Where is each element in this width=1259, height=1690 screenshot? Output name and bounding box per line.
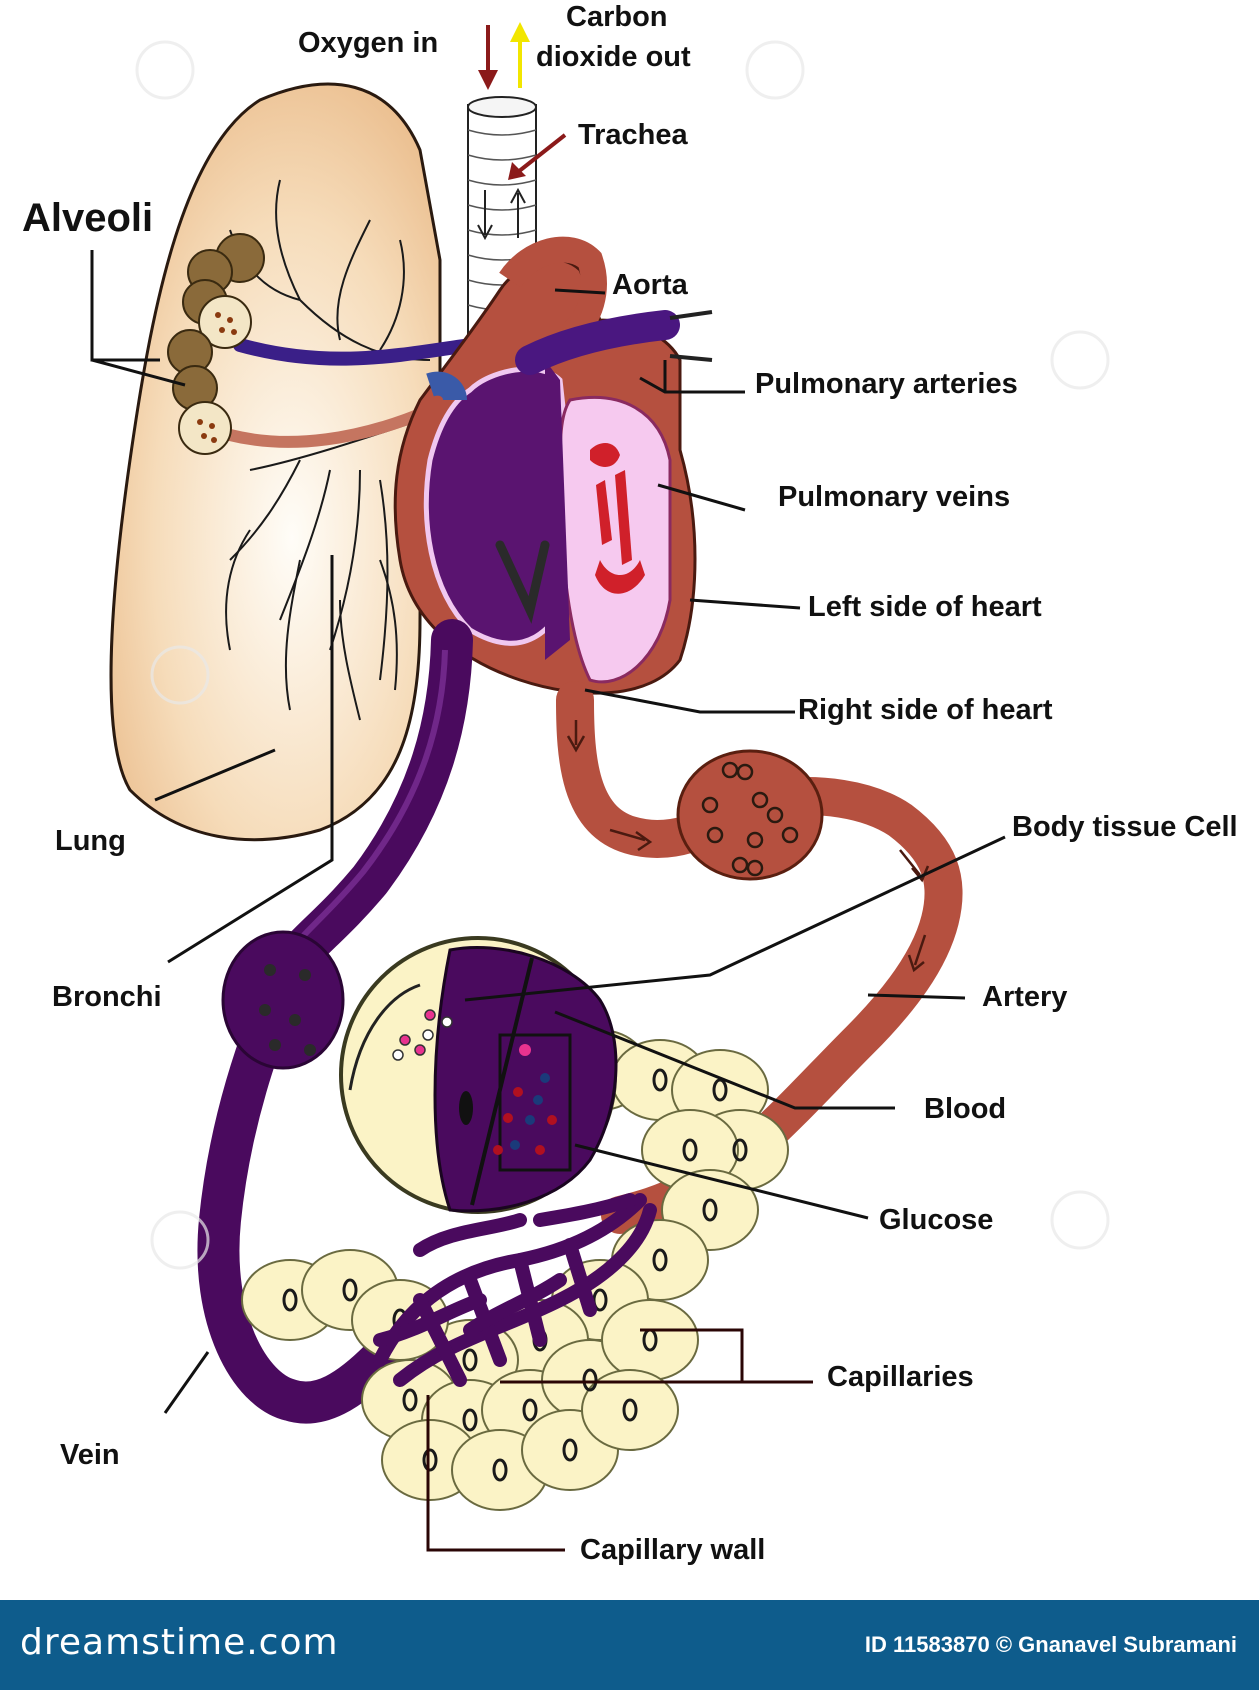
leader-lung bbox=[154, 748, 276, 802]
oxygen-in-arrow bbox=[478, 25, 498, 90]
leader-artery bbox=[867, 993, 966, 1000]
artery-bulge bbox=[676, 749, 824, 881]
footer-credit: ID 11583870 © Gnanavel Subramani bbox=[864, 1632, 1237, 1657]
aorta bbox=[499, 236, 607, 346]
label-pulmonary-veins: Pulmonary veins bbox=[778, 481, 1011, 513]
label-co2-out-line2: dioxide out bbox=[536, 41, 691, 73]
pulmonary-artery-branches bbox=[669, 310, 713, 362]
leader-glucose bbox=[574, 1143, 869, 1220]
label-trachea: Trachea bbox=[578, 119, 688, 151]
leader-capillaries bbox=[500, 1328, 813, 1384]
label-oxygen-in: Oxygen in bbox=[298, 27, 439, 59]
lung-pulmonary-artery bbox=[224, 404, 436, 448]
vein-bulge-dots bbox=[259, 964, 316, 1056]
label-right-side-of-heart: Right side of heart bbox=[798, 694, 1053, 726]
label-left-side-of-heart: Left side of heart bbox=[808, 591, 1042, 623]
heart-septum bbox=[545, 360, 570, 660]
glucose-box bbox=[498, 1033, 572, 1172]
magnified-cell-particles bbox=[392, 1009, 453, 1061]
footer-brand: dreamstime.com bbox=[20, 1622, 339, 1663]
alveoli-dots bbox=[197, 312, 237, 443]
label-glucose: Glucose bbox=[879, 1204, 994, 1236]
label-lung: Lung bbox=[55, 825, 126, 857]
label-co2-out-line1: Carbon bbox=[566, 1, 668, 33]
label-aorta: Aorta bbox=[612, 269, 688, 301]
label-pulmonary-arteries: Pulmonary arteries bbox=[755, 368, 1018, 400]
magnified-cell-membrane-arc bbox=[348, 983, 421, 1091]
leader-body-tissue-cell bbox=[464, 835, 1006, 1002]
label-bronchi: Bronchi bbox=[52, 981, 162, 1013]
leader-bronchi bbox=[167, 555, 334, 964]
leader-aorta bbox=[554, 288, 606, 295]
label-artery: Artery bbox=[982, 981, 1068, 1013]
leader-vein bbox=[163, 1351, 210, 1414]
heart-left-chamber bbox=[558, 396, 672, 684]
pulmonary-trunk bbox=[515, 310, 680, 375]
leader-capillary-wall bbox=[426, 1395, 565, 1552]
leader-left-heart bbox=[689, 598, 801, 610]
alveoli-clusters bbox=[167, 233, 265, 455]
co2-out-arrow bbox=[510, 22, 530, 88]
pulmonary-vein-heart bbox=[426, 371, 467, 402]
lung-pulmonary-vein bbox=[233, 338, 477, 366]
glucose-molecules bbox=[493, 1044, 557, 1155]
leader-blood bbox=[554, 1010, 895, 1110]
label-capillary-wall: Capillary wall bbox=[580, 1534, 766, 1566]
bronchial-tree bbox=[225, 179, 431, 721]
footer-bar: dreamstime.com ID 11583870 © Gnanavel Su… bbox=[0, 1600, 1259, 1690]
capillary-network bbox=[373, 1193, 657, 1387]
leader-pulmonary-arteries bbox=[639, 360, 745, 394]
artery-bulge-rings bbox=[701, 761, 799, 877]
circulation-diagram bbox=[90, 22, 1110, 1552]
vein-bulge bbox=[221, 930, 345, 1070]
heart-valve-v bbox=[495, 540, 550, 624]
label-vein: Vein bbox=[60, 1439, 120, 1471]
lung-shape bbox=[109, 82, 442, 842]
label-alveoli: Alveoli bbox=[22, 196, 154, 240]
label-body-tissue-cell: Body tissue Cell bbox=[1012, 811, 1238, 843]
leader-alveoli bbox=[90, 250, 186, 387]
leader-lines-dark bbox=[426, 1328, 813, 1552]
leader-lines bbox=[90, 250, 1006, 1414]
leader-pulmonary-veins bbox=[657, 483, 746, 512]
heart-muscle-marks bbox=[590, 443, 645, 594]
magnified-cell-nucleus bbox=[459, 1091, 473, 1125]
trachea-pointer-arrow bbox=[508, 133, 567, 180]
label-blood: Blood bbox=[924, 1093, 1007, 1125]
watermark-swirls bbox=[135, 40, 1110, 1270]
leader-right-heart bbox=[584, 688, 795, 714]
label-capillaries: Capillaries bbox=[827, 1361, 974, 1393]
